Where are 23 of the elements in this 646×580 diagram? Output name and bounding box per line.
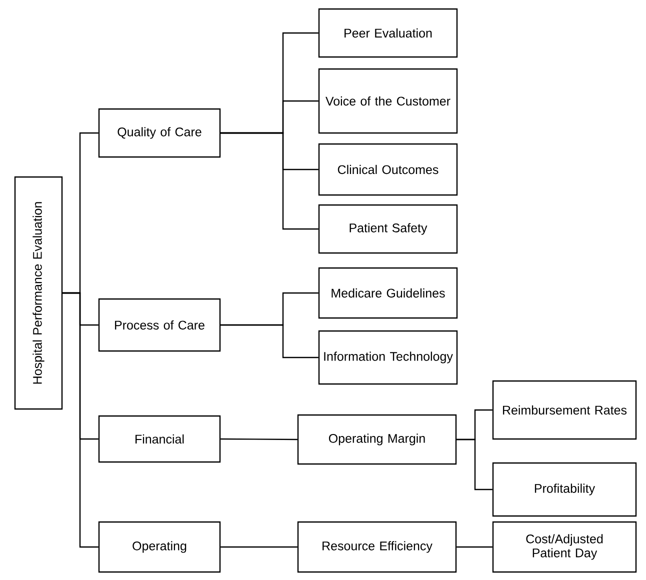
connector <box>62 292 98 548</box>
category-box: Process of Care <box>98 298 221 352</box>
category-box: Voice of the Customer <box>318 68 458 134</box>
connector <box>220 132 318 230</box>
category-box: Operating <box>98 521 221 573</box>
category-box: Resource Efficiency <box>297 521 457 573</box>
category-box: Financial <box>98 415 221 463</box>
category-box: Quality of Care <box>98 108 221 158</box>
connector <box>220 324 318 358</box>
connector <box>456 438 492 490</box>
category-box: Clinical Outcomes <box>318 143 458 196</box>
category-box: Patient Safety <box>318 204 458 254</box>
category-box: Peer Evaluation <box>318 8 458 58</box>
category-box: Cost/Adjusted Patient Day <box>492 521 637 573</box>
category-box: Profitability <box>492 462 637 517</box>
connector <box>220 438 298 440</box>
root-box: Hospital Performance Evaluation <box>14 176 63 410</box>
connector <box>220 546 298 548</box>
connector <box>456 546 492 548</box>
category-box: Reimbursement Rates <box>492 380 637 440</box>
category-box: Information Technology <box>318 330 458 385</box>
category-box: Operating Margin <box>297 414 457 465</box>
category-box: Medicare Guidelines <box>318 267 458 319</box>
